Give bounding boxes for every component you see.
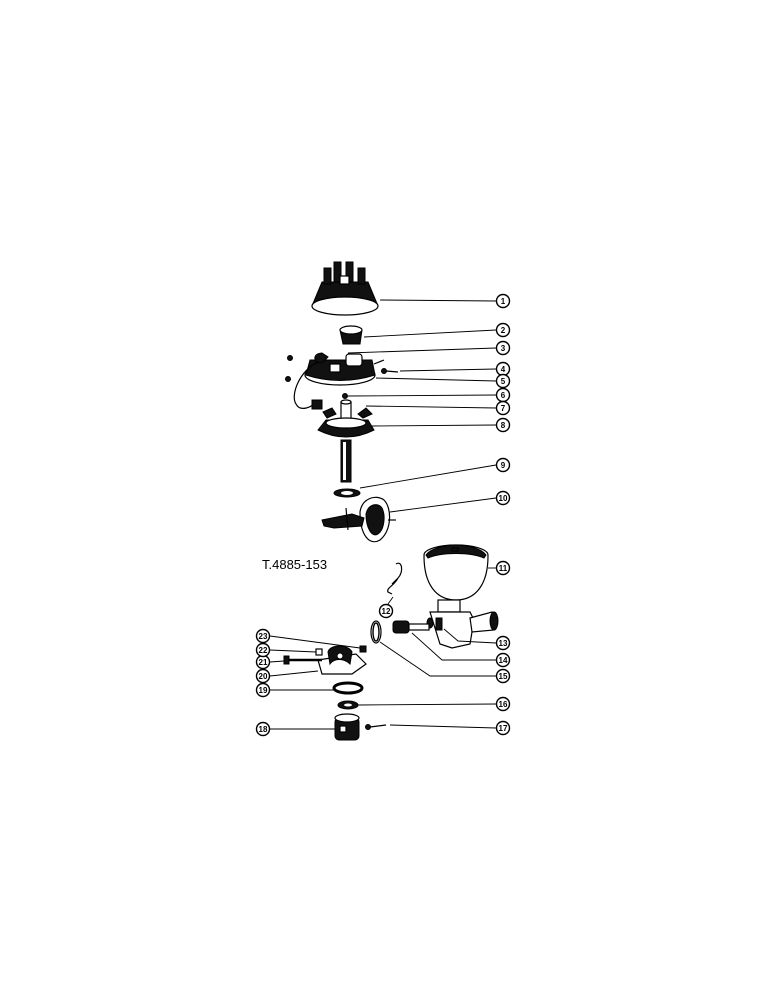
callout-9: 9	[495, 457, 511, 473]
callout-17: 17	[495, 720, 511, 736]
callout-15: 15	[495, 668, 511, 684]
svg-text:14: 14	[499, 656, 508, 665]
lower-fittings	[334, 700, 387, 741]
callout-13: 13	[495, 635, 511, 651]
svg-text:3: 3	[501, 344, 506, 353]
callout-18: 18	[255, 721, 271, 737]
callout-5: 5	[495, 373, 511, 389]
distributor-body	[317, 399, 375, 483]
svg-text:11: 11	[499, 564, 508, 573]
svg-text:9: 9	[501, 461, 506, 470]
callout-10: 10	[495, 490, 511, 506]
callout-22: 22	[255, 642, 271, 658]
svg-text:21: 21	[259, 658, 268, 667]
callout-7: 7	[495, 400, 511, 416]
vacuum-advance-unit	[321, 496, 396, 543]
svg-text:5: 5	[501, 377, 506, 386]
svg-text:10: 10	[499, 494, 508, 503]
svg-text:12: 12	[382, 607, 391, 616]
svg-text:6: 6	[501, 391, 506, 400]
rotor-arm	[339, 325, 363, 345]
advance-weights	[322, 393, 373, 419]
svg-text:7: 7	[501, 404, 506, 413]
callout-4: 4	[495, 361, 511, 377]
callout-1: 1	[495, 293, 511, 309]
clamp-assembly	[283, 645, 367, 675]
callout-20: 20	[255, 668, 271, 684]
distributor-cap	[311, 261, 379, 316]
washer	[333, 488, 361, 498]
svg-text:16: 16	[499, 700, 508, 709]
svg-text:1: 1	[501, 297, 506, 306]
callout-16: 16	[495, 696, 511, 712]
callout-3: 3	[495, 340, 511, 356]
leader-lines	[269, 299, 497, 730]
o-ring	[332, 681, 364, 695]
svg-text:15: 15	[499, 672, 508, 681]
oil-filler-cup	[423, 544, 499, 649]
svg-text:18: 18	[259, 725, 268, 734]
svg-text:2: 2	[501, 326, 506, 335]
callout-21: 21	[255, 654, 271, 670]
svg-text:8: 8	[501, 421, 506, 430]
callout-11: 11	[495, 560, 511, 576]
callout-14: 14	[495, 652, 511, 668]
callout-23: 23	[255, 628, 271, 644]
spring-clip	[387, 562, 403, 595]
callout-8: 8	[495, 417, 511, 433]
svg-text:19: 19	[259, 686, 268, 695]
callout-6: 6	[495, 387, 511, 403]
svg-text:4: 4	[501, 365, 506, 374]
drawing-reference-number: T.4885-153	[262, 557, 327, 572]
svg-text:17: 17	[499, 724, 508, 733]
callout-2: 2	[495, 322, 511, 338]
filler-fittings	[370, 617, 434, 644]
callout-12: 12	[378, 603, 394, 619]
svg-text:22: 22	[259, 646, 268, 655]
svg-text:20: 20	[259, 672, 268, 681]
callout-19: 19	[255, 682, 271, 698]
breaker-plate-assembly	[285, 352, 399, 410]
svg-text:13: 13	[499, 639, 508, 648]
svg-text:23: 23	[259, 632, 268, 641]
